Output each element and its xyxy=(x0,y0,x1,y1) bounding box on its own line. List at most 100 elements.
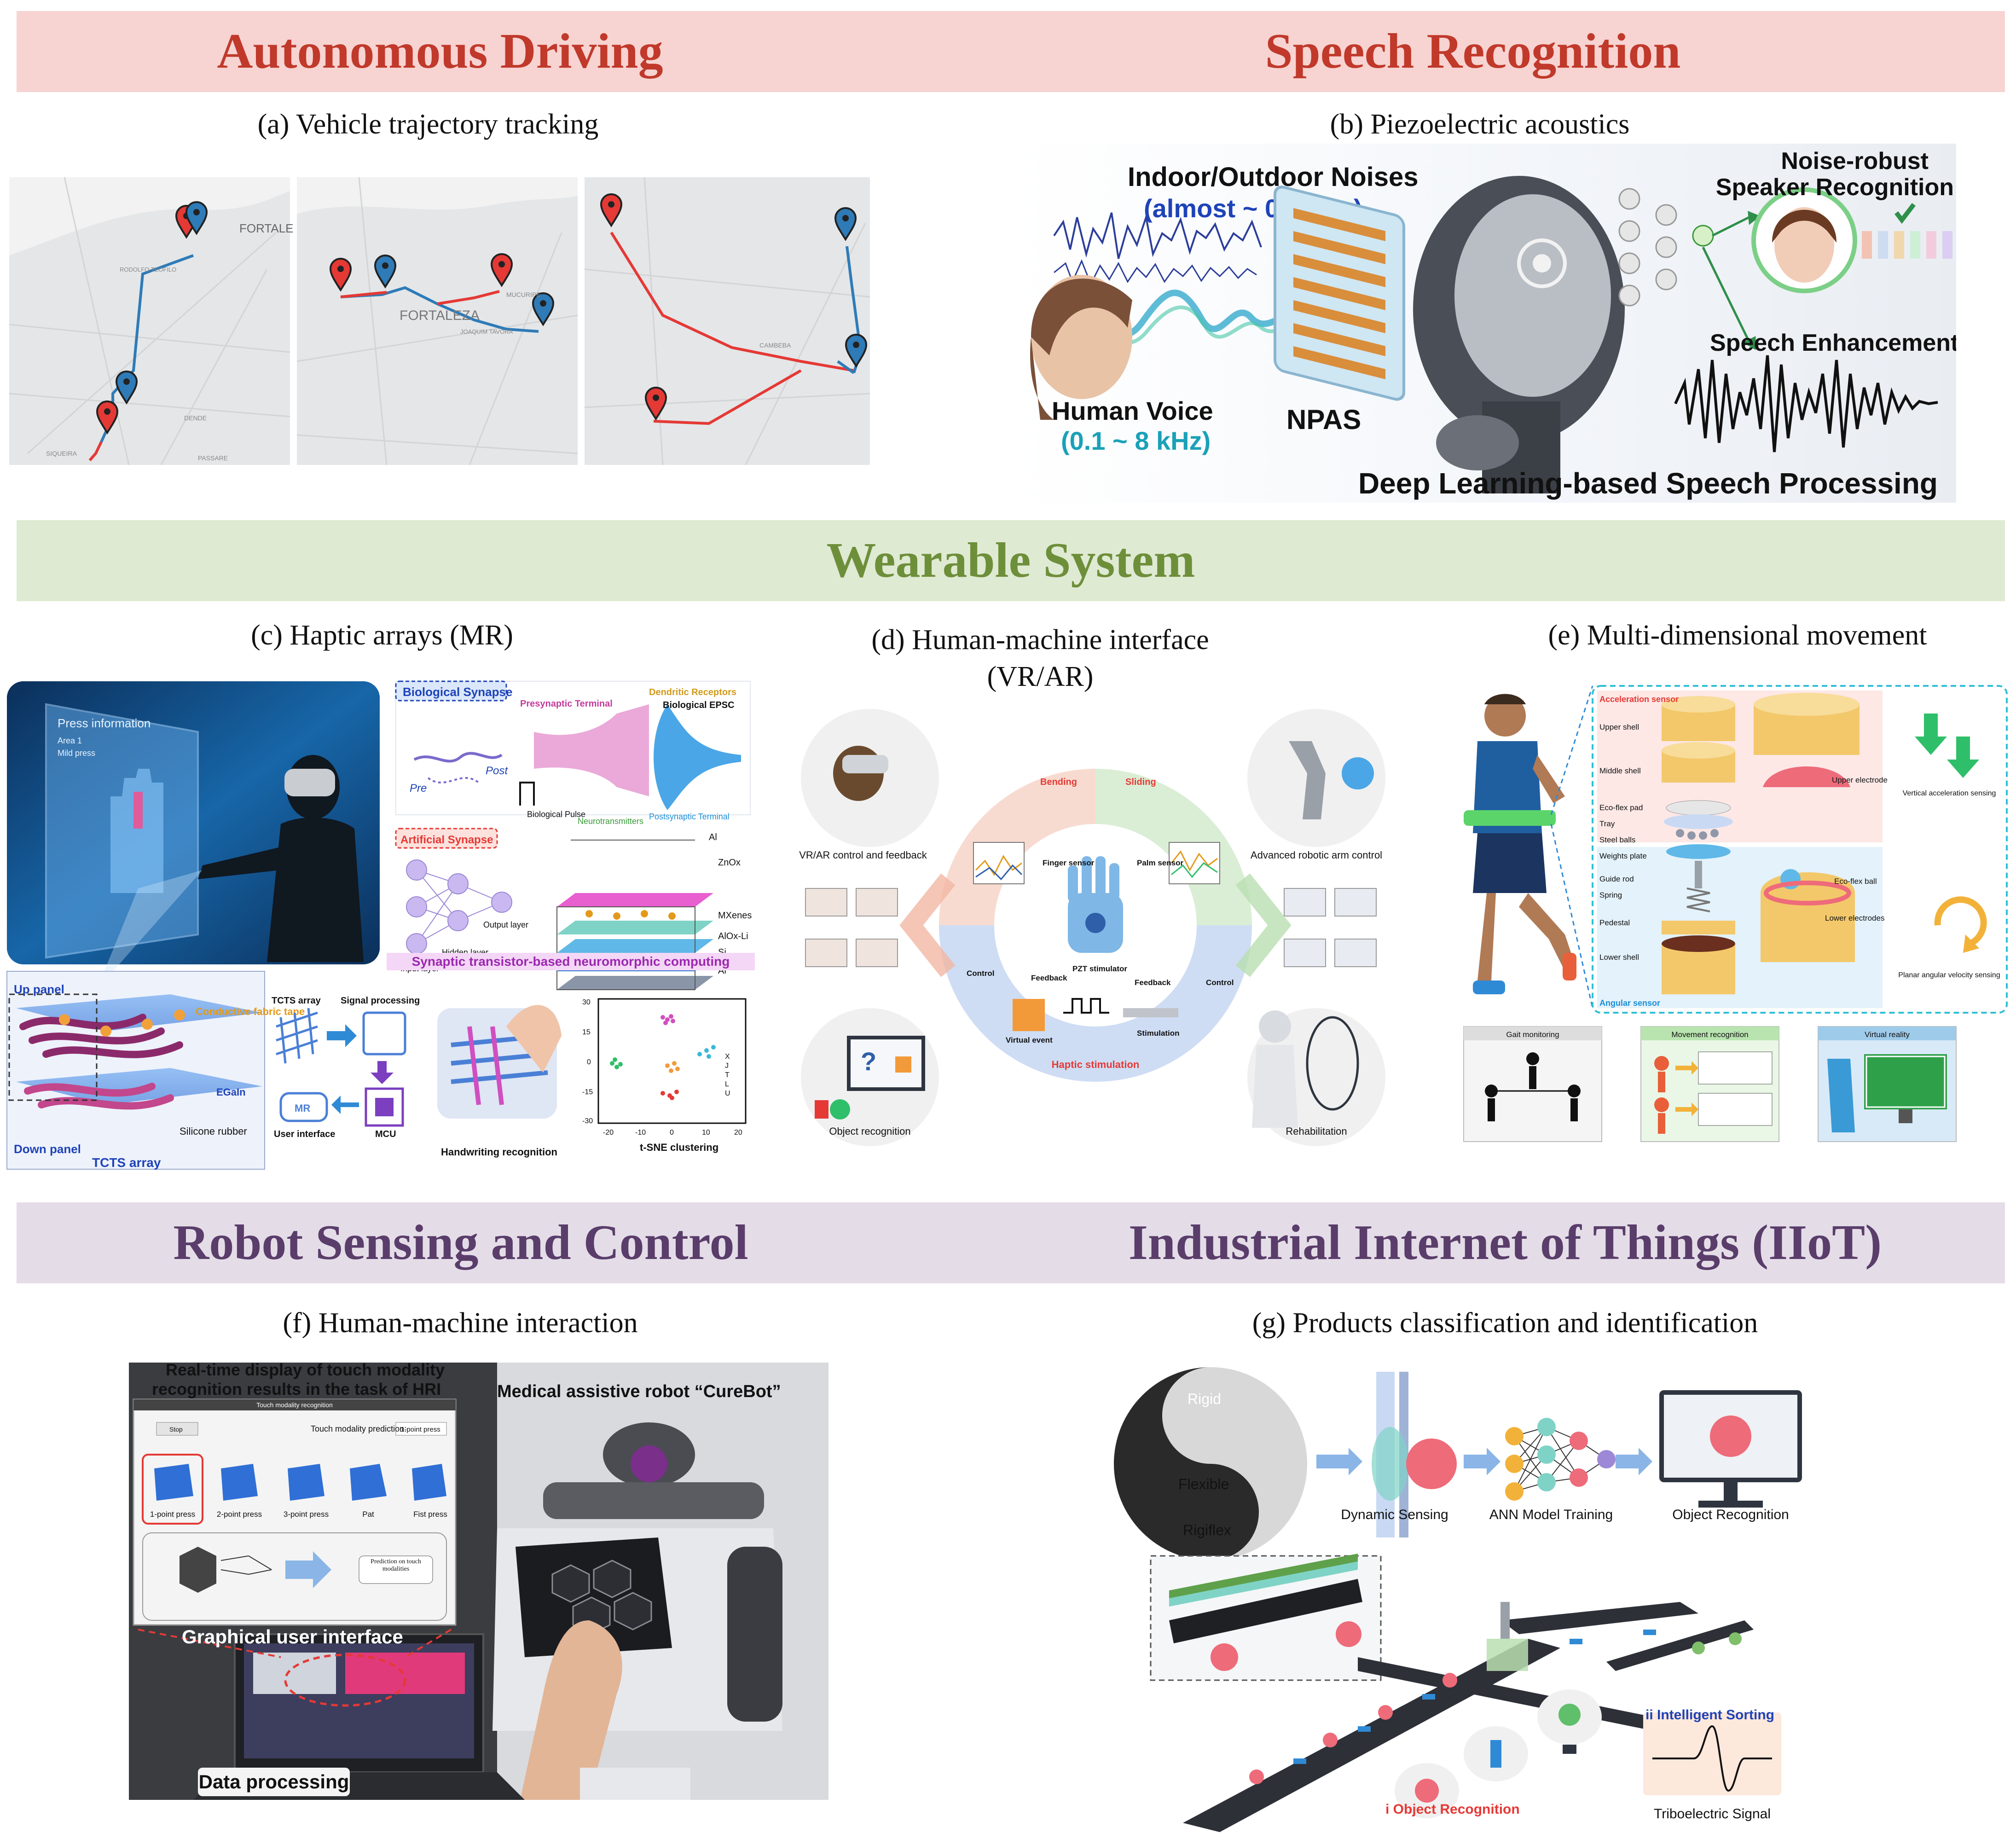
gait-label: Gait monitoring xyxy=(1506,1030,1559,1039)
stop-button[interactable]: Stop xyxy=(169,1426,183,1433)
caption-c: (c) Haptic arrays (MR) xyxy=(251,620,513,651)
angular-sensor-label: Angular sensor xyxy=(1599,998,1660,1008)
stimulation-label: Stimulation xyxy=(1137,1029,1180,1038)
egain-label: EGaIn xyxy=(216,1086,246,1098)
control-left-label: Control xyxy=(967,969,994,978)
tcts-array-diagram xyxy=(6,971,265,1170)
flexible-label: Flexible xyxy=(1178,1476,1229,1492)
neural-network-icon xyxy=(1618,188,1714,307)
virtual-event-label: Virtual event xyxy=(1006,1036,1053,1044)
sliding-label: Sliding xyxy=(1125,777,1156,787)
tsne-ytick: 15 xyxy=(582,1028,591,1036)
lower-electrodes-label: Lower electrodes xyxy=(1825,914,1884,922)
modality-3: 3-point press xyxy=(284,1510,329,1519)
tribo-label: Triboelectric Signal xyxy=(1654,1806,1771,1822)
noise-waveform xyxy=(1053,212,1262,259)
tsne-ytick: 0 xyxy=(587,1058,591,1066)
presynaptic-terminal xyxy=(534,704,649,796)
post-label: Post xyxy=(486,765,508,777)
speech-diagram: Indoor/Outdoor Noises (almost ~ 0.1 kHz)… xyxy=(1030,148,1956,500)
part-spring: Spring xyxy=(1599,891,1622,899)
rt-line2: recognition results in the task of HRI xyxy=(152,1380,441,1398)
rigiflex-label: Rigiflex xyxy=(1183,1522,1231,1538)
voice-range: (0.1 ~ 8 kHz) xyxy=(1061,426,1211,455)
speaker-rec-line2: Speaker Recognition xyxy=(1716,174,1954,201)
control-right-label: Control xyxy=(1206,978,1234,987)
panel-c: Press information Area 1 Mild press xyxy=(5,677,759,1174)
band-wearable xyxy=(17,520,2005,601)
layer-mxenes: MXenes xyxy=(718,911,752,921)
tsne-ytick: -15 xyxy=(582,1088,593,1096)
tsne-label: t-SNE clustering xyxy=(640,1142,718,1153)
planar-sensing-label: Planar angular velocity sensing xyxy=(1898,971,2000,979)
yin-yang-icon xyxy=(1114,1367,1307,1561)
neuron xyxy=(413,752,503,763)
up-panel-label: Up panel xyxy=(14,982,64,996)
gui-label: Graphical user interface xyxy=(182,1626,403,1648)
tsne-plot xyxy=(597,998,747,1124)
dynamic-sensing-icon xyxy=(1372,1372,1457,1537)
tcts-small-icon xyxy=(276,1008,318,1064)
sensor-frame xyxy=(1592,685,2008,1014)
vr-label: Virtual reality xyxy=(1865,1030,1910,1039)
panel-e: Acceleration sensor Upper shell Middle s… xyxy=(1459,677,2011,1151)
gui-window xyxy=(133,1398,457,1626)
ann-icon xyxy=(1505,1418,1616,1501)
map-label: SIQUEIRA xyxy=(46,450,77,457)
enhanced-waveform-shape xyxy=(1674,355,1938,452)
map-2 xyxy=(297,177,578,465)
modality-1: 1-point press xyxy=(150,1510,195,1519)
vr-headset-icon xyxy=(279,1092,328,1122)
map-3 xyxy=(585,177,870,465)
prediction-value: 1-point press xyxy=(400,1426,440,1433)
speaker-candidates xyxy=(1862,231,1952,259)
laptop xyxy=(193,1633,525,1800)
synaptic-caption: Synaptic transistor-based neuromorphic c… xyxy=(412,954,730,969)
part-guide-rod: Guide rod xyxy=(1599,875,1634,883)
part-ecoflex-pad: Eco-flex pad xyxy=(1599,803,1643,812)
modality-5: Fist press xyxy=(413,1510,447,1519)
prediction-label: Touch modality prediction: xyxy=(311,1424,406,1433)
glove-hand-icon xyxy=(1068,856,1123,953)
virtual-event-icon xyxy=(1013,999,1045,1031)
hri-scene: Touch modality recognition Stop Touch mo… xyxy=(129,1363,828,1800)
accel-sensor-label: Acceleration sensor xyxy=(1599,695,1679,704)
part-middle-shell: Middle shell xyxy=(1599,766,1641,775)
mr-badge: MR xyxy=(295,1102,310,1114)
caption-f: (f) Human-machine interaction xyxy=(283,1307,638,1339)
conductive-label: Conductive fabric tape xyxy=(196,1006,305,1017)
panel-f: Touch modality recognition Stop Touch mo… xyxy=(129,1363,828,1800)
section-title-robot: Robot Sensing and Control xyxy=(173,1215,748,1270)
speaker-rec-line1: Noise-robust xyxy=(1781,148,1929,174)
bending-label: Bending xyxy=(1040,777,1077,787)
layer-alox: AlOx-Li xyxy=(718,931,748,941)
neurotrans-label: Neurotransmitters xyxy=(578,817,643,826)
modality-2: 2-point press xyxy=(217,1510,262,1519)
section-title-speech: Speech Recognition xyxy=(1265,24,1681,79)
runner-figure xyxy=(1464,694,1576,994)
rigid-label: Rigid xyxy=(1188,1391,1221,1407)
art-synapse-label: Artificial Synapse xyxy=(400,834,493,846)
panel-b: Indoor/Outdoor Noises (almost ~ 0.1 kHz)… xyxy=(1013,144,1956,503)
ann-label: ANN Model Training xyxy=(1489,1507,1613,1522)
check-icon xyxy=(1894,203,1916,224)
map-label: RODOLFO TEOFILO xyxy=(120,266,176,273)
data-proc-label: Data processing xyxy=(199,1771,349,1793)
pred-box-label: Prediction on touch modalities xyxy=(371,1558,421,1572)
map-label: JOAQUIM TAVORA xyxy=(460,328,513,335)
panel-a-maps: FORTALE DENDE PASSARE SIQUEIRA RODOLFO T… xyxy=(9,177,870,465)
dendritic-label: Dendritic Receptors xyxy=(649,687,736,697)
npas-label: NPAS xyxy=(1286,404,1361,435)
npas-device xyxy=(1274,186,1405,401)
tsne-ytick: -30 xyxy=(582,1117,593,1125)
map-label: FORTALEZA xyxy=(400,308,480,323)
modality-4: Pat xyxy=(362,1510,374,1519)
postsyn-label: Postsynaptic Terminal xyxy=(649,812,730,821)
tcts-small-label: TCTS array xyxy=(272,996,321,1006)
rehab-label: Rehabilitation xyxy=(1286,1125,1347,1137)
robot-head-icon xyxy=(1413,176,1625,493)
caption-a: (a) Vehicle trajectory tracking xyxy=(257,109,599,140)
haptic-diagram: Press information Area 1 Mild press xyxy=(6,680,755,1170)
trajectory-maps: FORTALE DENDE PASSARE SIQUEIRA RODOLFO T… xyxy=(9,177,870,465)
section-title-autonomous: Autonomous Driving xyxy=(217,24,663,79)
